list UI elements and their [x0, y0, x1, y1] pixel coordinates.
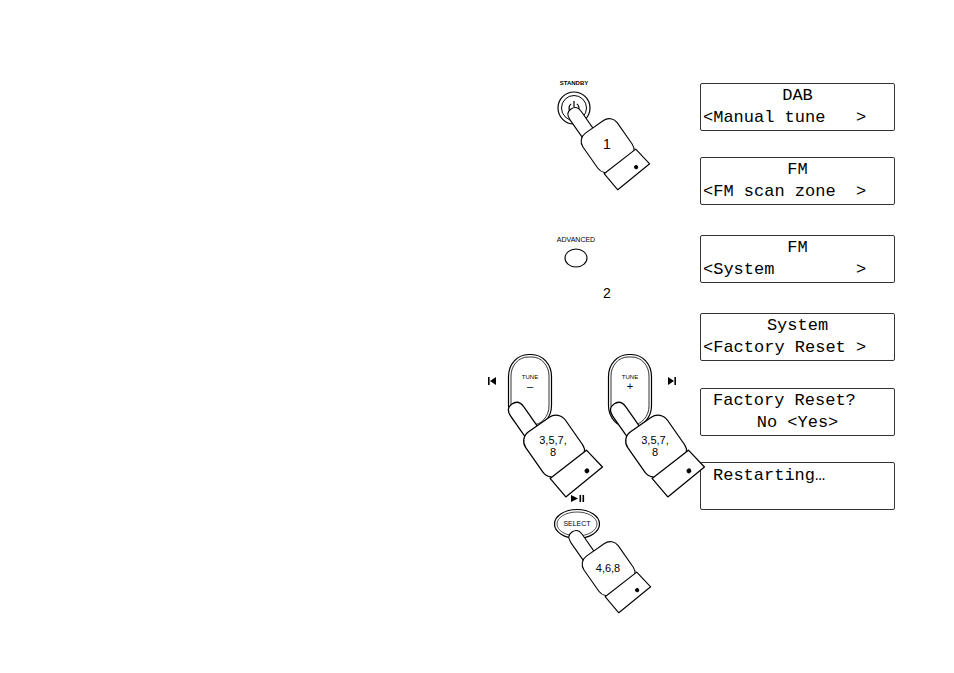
display-frame	[701, 158, 895, 205]
skip-back-symbol	[488, 377, 496, 385]
display-line: FM	[700, 238, 895, 258]
play-pause-symbol	[571, 495, 584, 502]
cuff-button	[584, 468, 589, 473]
lcd-display: DAB<Manual tune >	[700, 83, 895, 131]
display-line: <System >	[703, 260, 866, 280]
display-line: <Manual tune >	[703, 108, 866, 128]
button-label: +	[608, 381, 652, 392]
hand-cuff	[651, 448, 707, 498]
hand-cuff	[549, 448, 605, 498]
display-line: DAB	[700, 86, 895, 106]
button-label: TUNE	[608, 374, 652, 380]
lcd-display: System<Factory Reset >	[700, 313, 895, 361]
display-frame	[701, 389, 895, 436]
display-line: No <Yes>	[700, 413, 895, 433]
display-line: <FM scan zone >	[703, 182, 866, 202]
lcd-display: Restarting…	[700, 462, 895, 510]
pressing-hand	[561, 90, 651, 192]
display-frame	[701, 236, 895, 283]
display-line: <Factory Reset >	[703, 338, 866, 358]
pressing-hand	[501, 382, 605, 499]
skip-forward-symbol	[668, 377, 676, 385]
button-label: SELECT	[554, 520, 600, 527]
cuff-button	[634, 165, 638, 169]
callout-number: 1	[603, 137, 611, 152]
display-line: System	[700, 316, 895, 336]
callout-number: 2	[603, 286, 611, 301]
button-label: STANDBY	[552, 80, 596, 86]
power-icon	[573, 101, 574, 107]
cuff-button	[635, 588, 639, 592]
pressing-hand	[562, 513, 652, 615]
hand-cuff	[604, 570, 652, 614]
button-label: ADVANCED	[546, 236, 606, 243]
lcd-display: FM<System >	[700, 235, 895, 283]
callout-number: 3,5,7, 8	[638, 434, 672, 458]
display-line: Factory Reset?	[713, 391, 856, 411]
hand-cuff	[603, 147, 651, 191]
display-frame	[701, 314, 895, 361]
cuff-button	[686, 468, 691, 473]
button-face	[565, 249, 587, 267]
lcd-display: FM<FM scan zone >	[700, 157, 895, 205]
callout-number: 4,6,8	[596, 562, 620, 574]
lcd-display: Factory Reset?No <Yes>	[700, 388, 895, 436]
pressing-hand	[603, 382, 707, 499]
button-label: TUNE	[508, 374, 552, 380]
button-label: –	[508, 381, 552, 392]
display-frame	[701, 463, 895, 510]
display-line: FM	[700, 160, 895, 180]
callout-number: 3,5,7, 8	[536, 434, 570, 458]
display-frame	[701, 84, 895, 131]
display-line: Restarting…	[713, 466, 825, 486]
advanced-button: ADVANCED	[546, 236, 606, 270]
